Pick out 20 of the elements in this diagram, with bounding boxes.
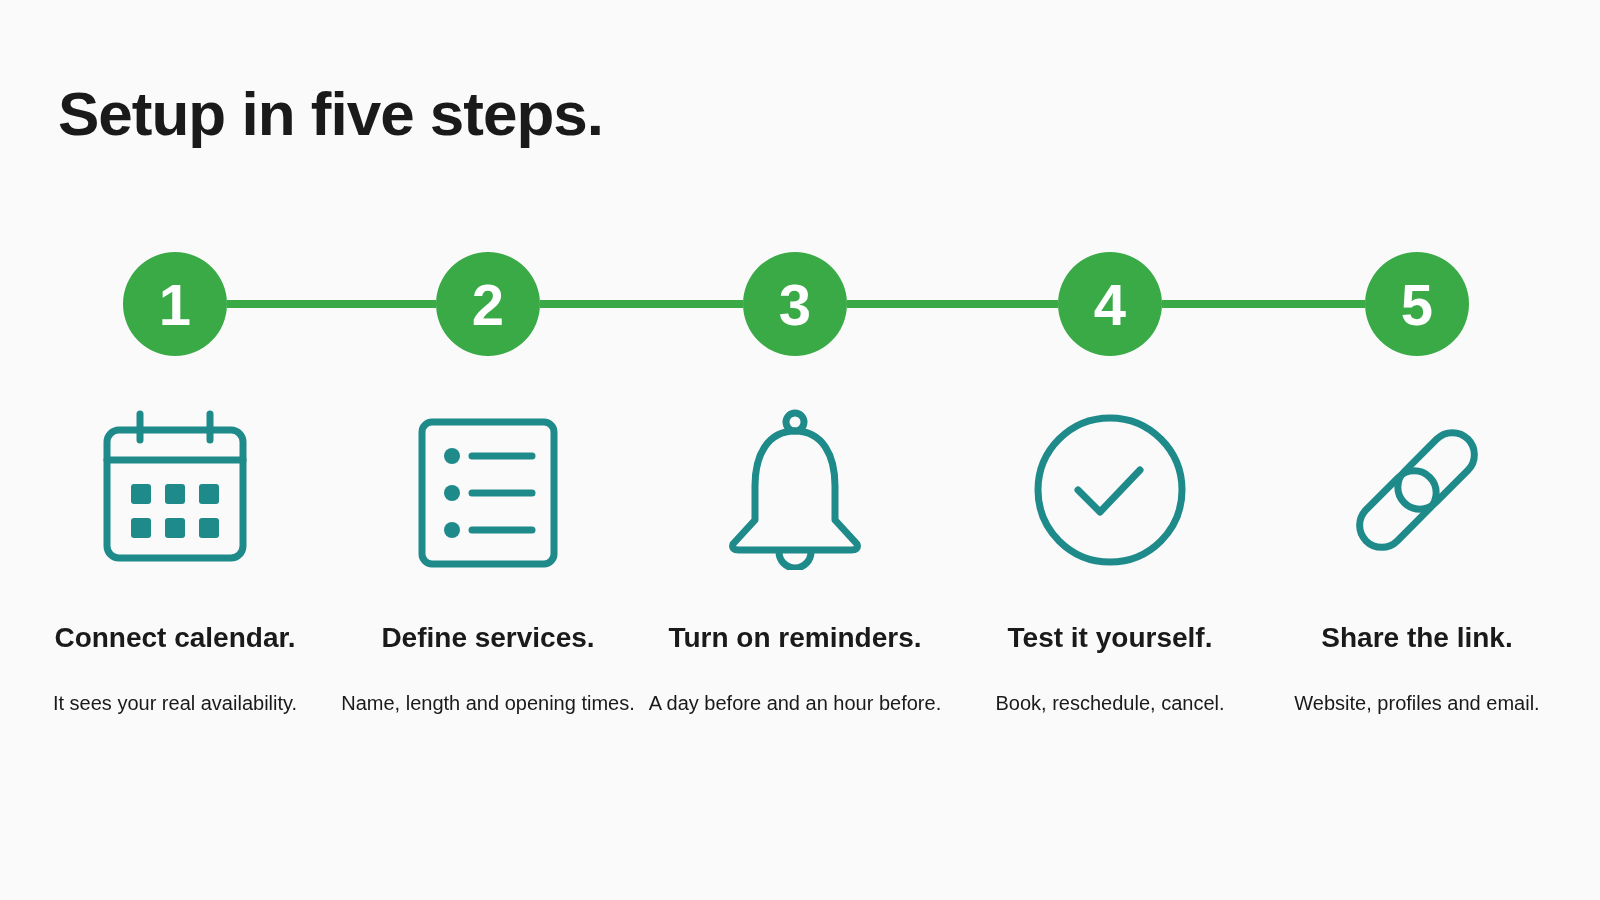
step-description: Website, profiles and email. — [1293, 692, 1541, 715]
step-number-circle: 2 — [436, 252, 540, 356]
step-number-circle: 5 — [1365, 252, 1469, 356]
step-heading: Test it yourself. — [1006, 622, 1214, 654]
step-number-circle: 4 — [1058, 252, 1162, 356]
step-number-circle: 3 — [743, 252, 847, 356]
connector-line — [1162, 300, 1365, 308]
step-heading: Turn on reminders. — [667, 622, 923, 654]
connector-line — [540, 300, 743, 308]
title: Setup in five steps. — [58, 78, 604, 149]
step-heading: Share the link. — [1320, 622, 1514, 654]
step-description: A day before and an hour before. — [647, 692, 943, 715]
step-heading: Connect calendar. — [53, 622, 297, 654]
step-description: It sees your real availability. — [51, 692, 299, 715]
step-number-circle: 1 — [123, 252, 227, 356]
step-description: Book, reschedule, cancel. — [994, 692, 1226, 715]
step-description: Name, length and opening times. — [340, 692, 636, 715]
step-heading: Define services. — [380, 622, 596, 654]
connector-line — [847, 300, 1058, 308]
connector-line — [227, 300, 436, 308]
